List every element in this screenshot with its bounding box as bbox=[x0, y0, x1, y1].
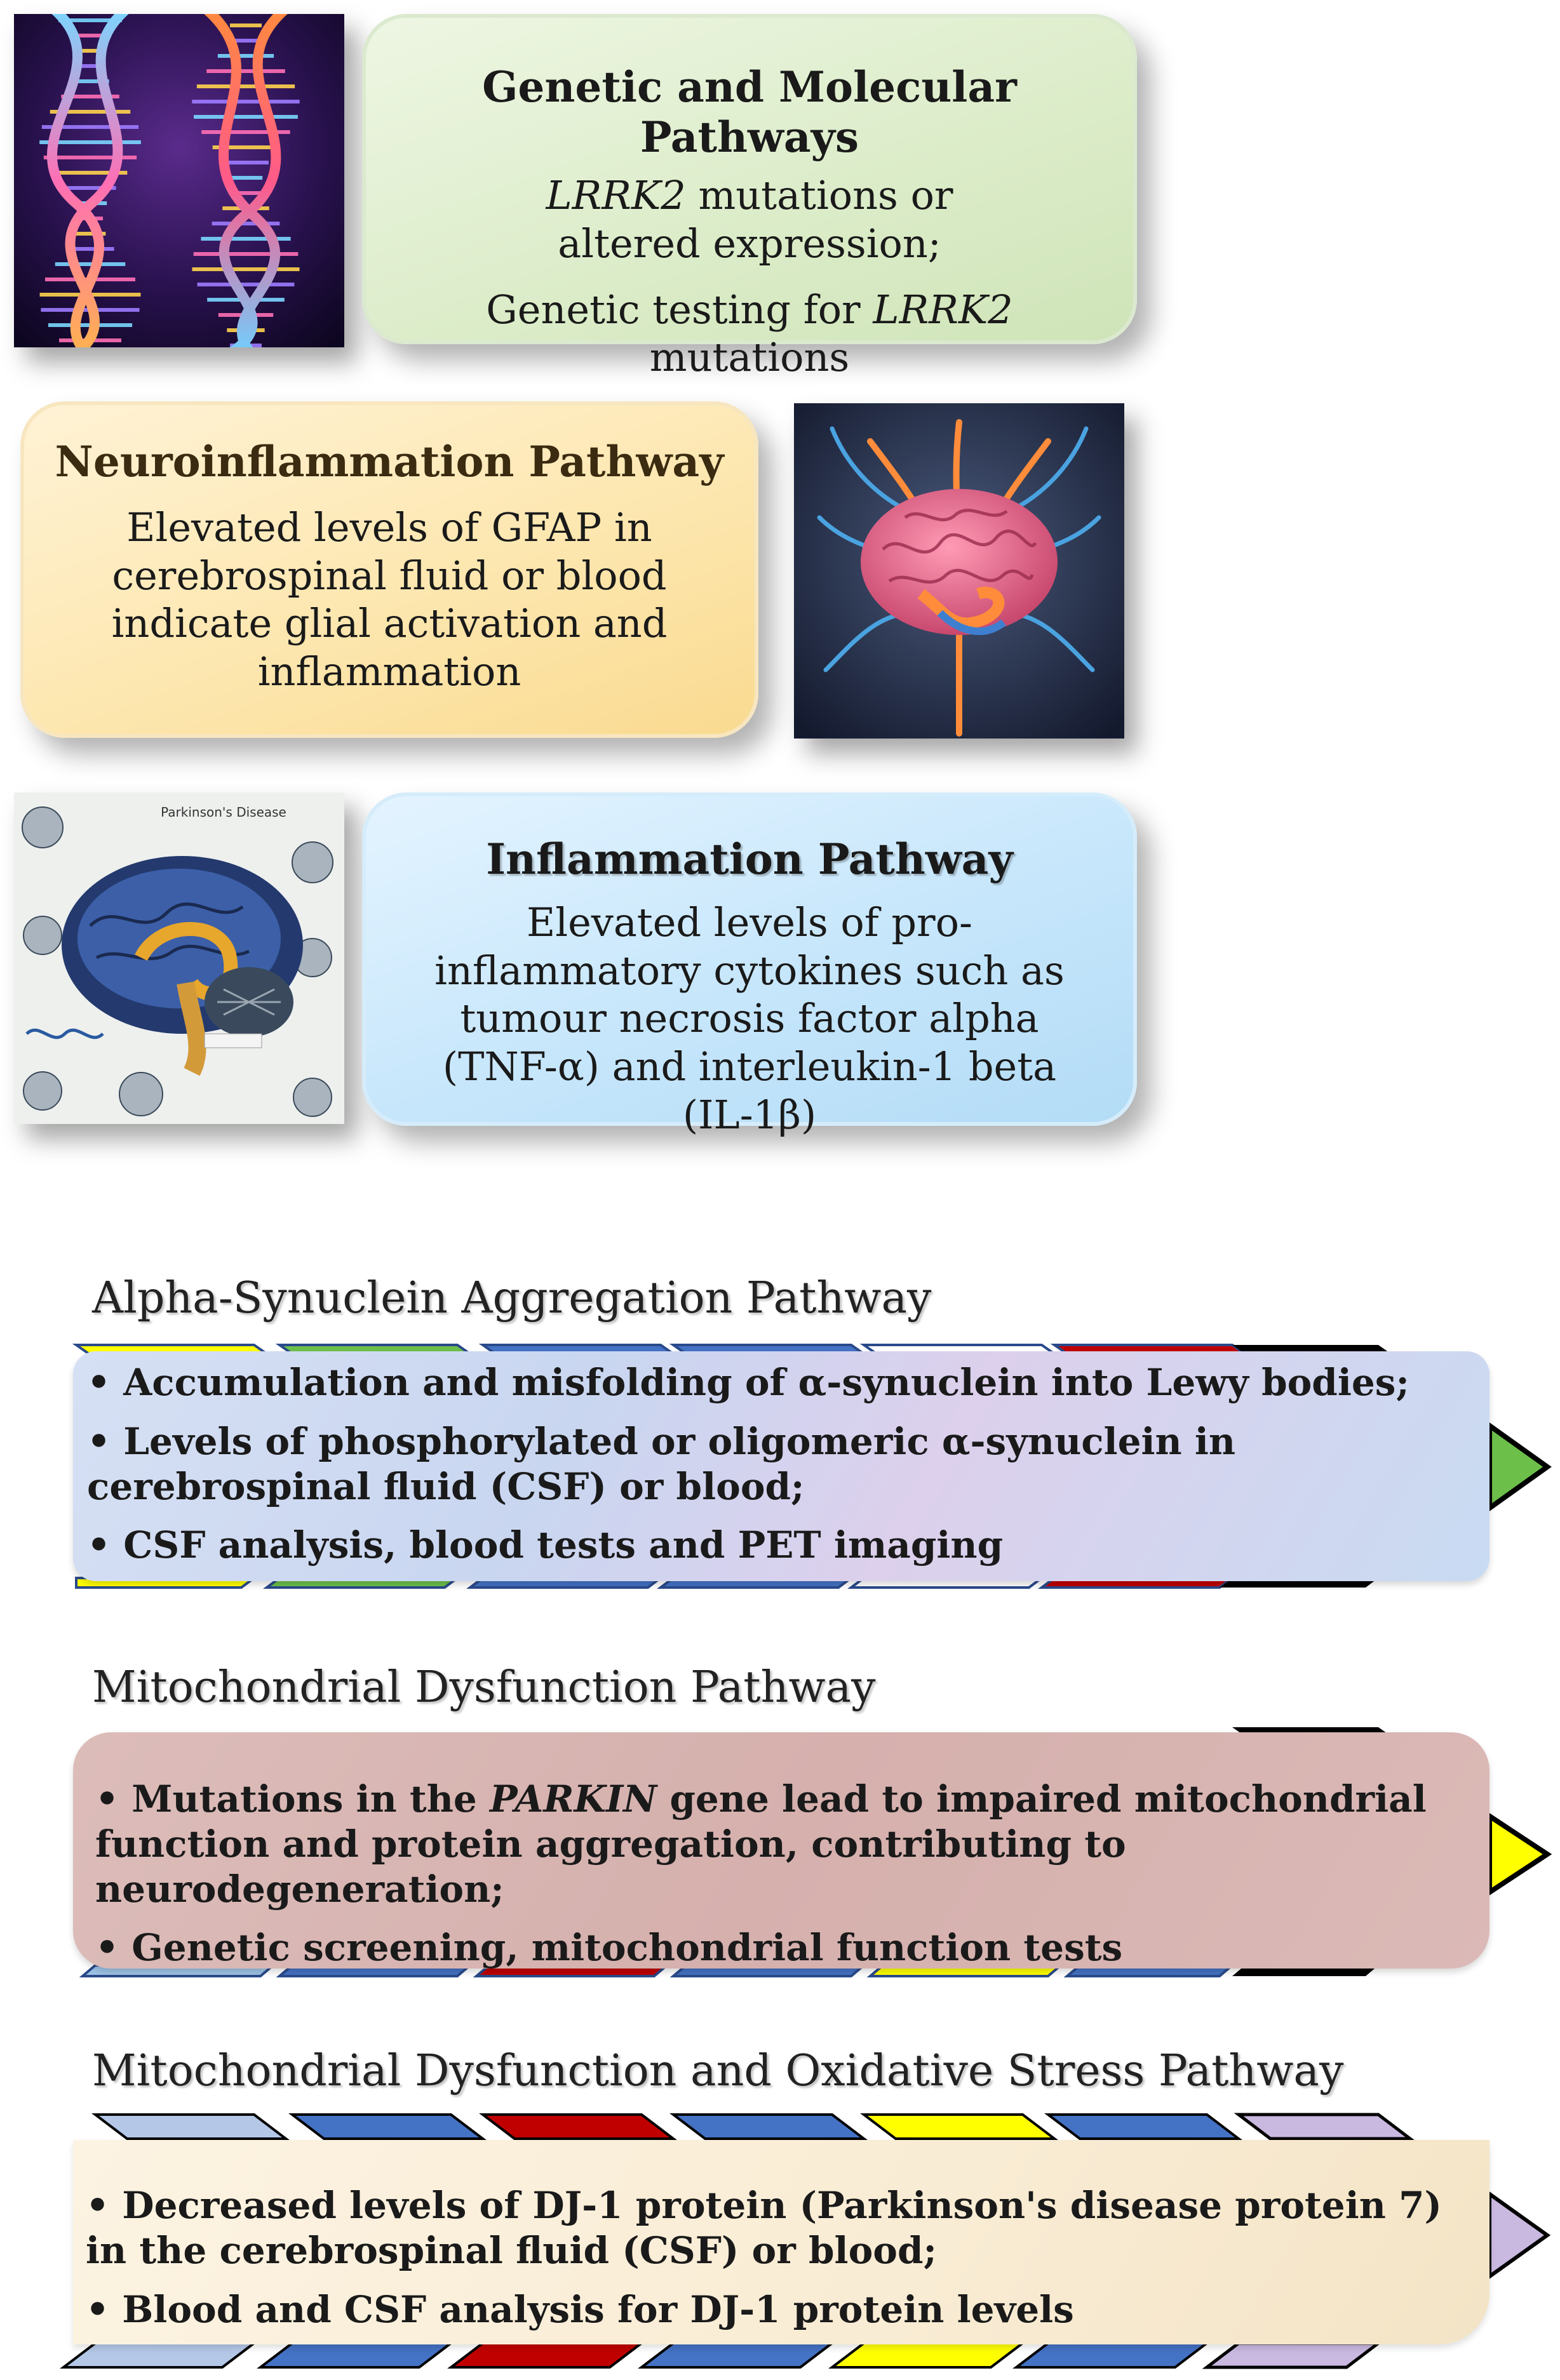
oxidative-stress-title: Mitochondrial Dysfunction and Oxidative … bbox=[92, 2046, 1344, 2096]
inflammation-card-title: Inflammation Pathway bbox=[486, 834, 1013, 884]
parkinsons-infographic-title: Parkinson's Disease bbox=[161, 805, 286, 820]
dna-helix-image bbox=[14, 14, 344, 347]
alpha-synuclein-list: Accumulation and misfolding of α-synucle… bbox=[87, 1360, 1477, 1568]
alpha-arrow-tip bbox=[1487, 1421, 1552, 1513]
neuro-card-title: Neuroinflammation Pathway bbox=[55, 437, 724, 486]
mitochondrial-dysfunction-list: Mutations in the PARKIN gene lead to imp… bbox=[95, 1777, 1470, 1970]
inflammation-card-body: Elevated levels of pro-inflammatory cyto… bbox=[434, 899, 1065, 1138]
oxid-arrow-tip bbox=[1488, 2190, 1551, 2280]
mito-arrow-tip bbox=[1487, 1811, 1552, 1897]
genetic-line-1: LRRK2 mutations or altered expression; bbox=[546, 172, 953, 267]
mito-item-2: Genetic screening, mitochondrial functio… bbox=[95, 1925, 1470, 1970]
parkin-gene-name: PARKIN bbox=[489, 1777, 657, 1821]
genetic-line-2: Genetic testing for LRRK2 mutations bbox=[486, 286, 1013, 381]
parkinsons-infographic-image: Parkinson's Disease bbox=[14, 792, 344, 1124]
oxidative-stress-list: Decreased levels of DJ-1 protein (Parkin… bbox=[86, 2183, 1470, 2332]
neuroinflammation-pathway-card: Neuroinflammation Pathway Elevated level… bbox=[20, 401, 758, 738]
alpha-item-1: Accumulation and misfolding of α-synucle… bbox=[87, 1360, 1477, 1405]
mito-item-1: Mutations in the PARKIN gene lead to imp… bbox=[95, 1777, 1470, 1911]
lrrk2-gene-name: LRRK2 bbox=[546, 172, 686, 219]
genetic-molecular-pathways-card: Genetic and Molecular Pathways LRRK2 mut… bbox=[362, 14, 1137, 380]
alpha-synuclein-title: Alpha-Synuclein Aggregation Pathway bbox=[92, 1273, 932, 1323]
alpha-item-2: Levels of phosphorylated or oligomeric α… bbox=[87, 1419, 1477, 1509]
oxid-item-2: Blood and CSF analysis for DJ-1 protein … bbox=[86, 2287, 1470, 2332]
inflammation-pathway-card: Inflammation Pathway Elevated levels of … bbox=[362, 792, 1137, 1138]
mitochondrial-dysfunction-title: Mitochondrial Dysfunction Pathway bbox=[92, 1662, 876, 1713]
alpha-item-3: CSF analysis, blood tests and PET imagin… bbox=[87, 1523, 1477, 1568]
alpha-synuclein-panel: Accumulation and misfolding of α-synucle… bbox=[73, 1351, 1489, 1581]
genetic-card-title: Genetic and Molecular Pathways bbox=[482, 62, 1017, 163]
mitochondrial-dysfunction-panel: Mutations in the PARKIN gene lead to imp… bbox=[73, 1732, 1489, 1969]
oxid-item-1: Decreased levels of DJ-1 protein (Parkin… bbox=[86, 2183, 1470, 2273]
brain-tree-image bbox=[794, 403, 1124, 739]
oxidative-stress-panel: Decreased levels of DJ-1 protein (Parkin… bbox=[73, 2140, 1489, 2344]
oxid-chevron-row-bottom bbox=[60, 2341, 1383, 2369]
neuro-card-body: Elevated levels of GFAP in cerebrospinal… bbox=[111, 504, 668, 695]
oxid-chevron-row-top bbox=[91, 2113, 1415, 2141]
